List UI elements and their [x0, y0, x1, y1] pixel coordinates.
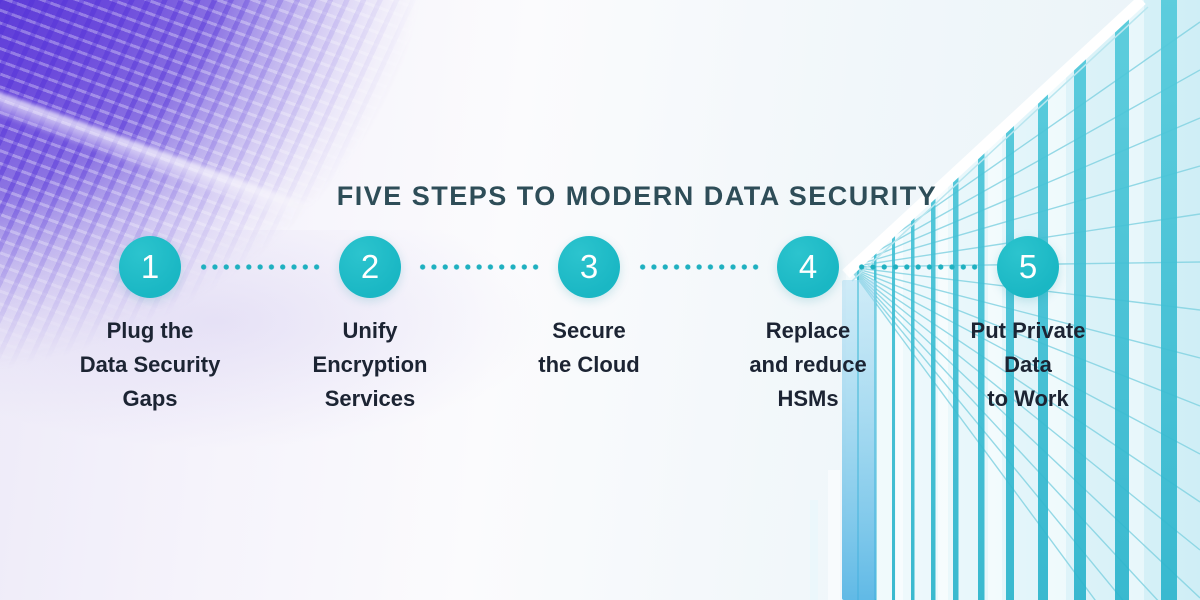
step-1-number-badge: 1: [119, 236, 181, 298]
step-3-label: Secure the Cloud: [538, 318, 640, 377]
step-number: 1: [140, 248, 160, 285]
mullions: [857, 0, 1177, 600]
step-1: 1 Plug the Data Security Gaps: [40, 236, 260, 416]
connector-1-2: [198, 264, 322, 270]
glass-slab: [810, 280, 876, 600]
step-2-number-badge: 2: [339, 236, 401, 298]
step-4-label: Replace and reduce HSMs: [749, 318, 867, 411]
step-number: 2: [360, 248, 380, 285]
step-3-number-badge: 3: [558, 236, 620, 298]
step-number: 4: [798, 248, 818, 285]
connector-2-3: [417, 264, 541, 270]
step-number: 3: [579, 248, 599, 285]
step-2-label: Unify Encryption Services: [312, 318, 428, 411]
step-number: 5: [1018, 248, 1038, 285]
floor-lines: [848, 21, 1200, 600]
step-5-number-badge: 5: [997, 236, 1059, 298]
step-1-label: Plug the Data Security Gaps: [79, 318, 221, 411]
step-5: 5 Put Private Data to Work: [918, 236, 1138, 416]
page-title: FIVE STEPS TO MODERN DATA SECURITY: [336, 181, 938, 211]
step-2: 2 Unify Encryption Services: [260, 236, 480, 416]
step-4-number-badge: 4: [777, 236, 839, 298]
connector-4-5: [856, 264, 980, 270]
step-3: 3 Secure the Cloud: [479, 236, 699, 382]
connector-3-4: [637, 264, 761, 270]
roof-edge: [842, 0, 1149, 282]
step-5-label: Put Private Data to Work: [970, 318, 1086, 411]
step-4: 4 Replace and reduce HSMs: [698, 236, 918, 416]
